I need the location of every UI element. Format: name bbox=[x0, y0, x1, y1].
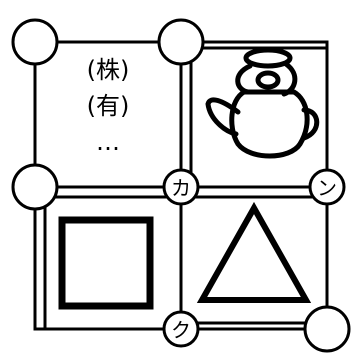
node-ka: カ bbox=[162, 168, 200, 206]
node-ku-label: ク bbox=[171, 318, 191, 342]
node-top-left bbox=[11, 18, 59, 66]
company-labels: (株) (有) … bbox=[87, 56, 130, 156]
square-shape bbox=[58, 216, 154, 310]
node-n-label: ン bbox=[317, 176, 337, 200]
yugen-label: (有) bbox=[87, 92, 130, 120]
bottom-right-inner-frame bbox=[179, 195, 329, 325]
node-bottom-right bbox=[303, 305, 351, 353]
teapot-icon bbox=[205, 47, 320, 159]
triangle-shape bbox=[196, 201, 312, 303]
node-middle-left bbox=[11, 163, 59, 211]
node-top-middle bbox=[157, 18, 205, 66]
kabushiki-label: (株) bbox=[87, 56, 130, 84]
ellipsis-label: … bbox=[96, 128, 120, 156]
node-n: ン bbox=[308, 168, 346, 206]
node-ku: ク bbox=[162, 310, 200, 348]
node-ka-label: カ bbox=[171, 176, 191, 200]
top-right-inner-frame bbox=[189, 46, 329, 189]
